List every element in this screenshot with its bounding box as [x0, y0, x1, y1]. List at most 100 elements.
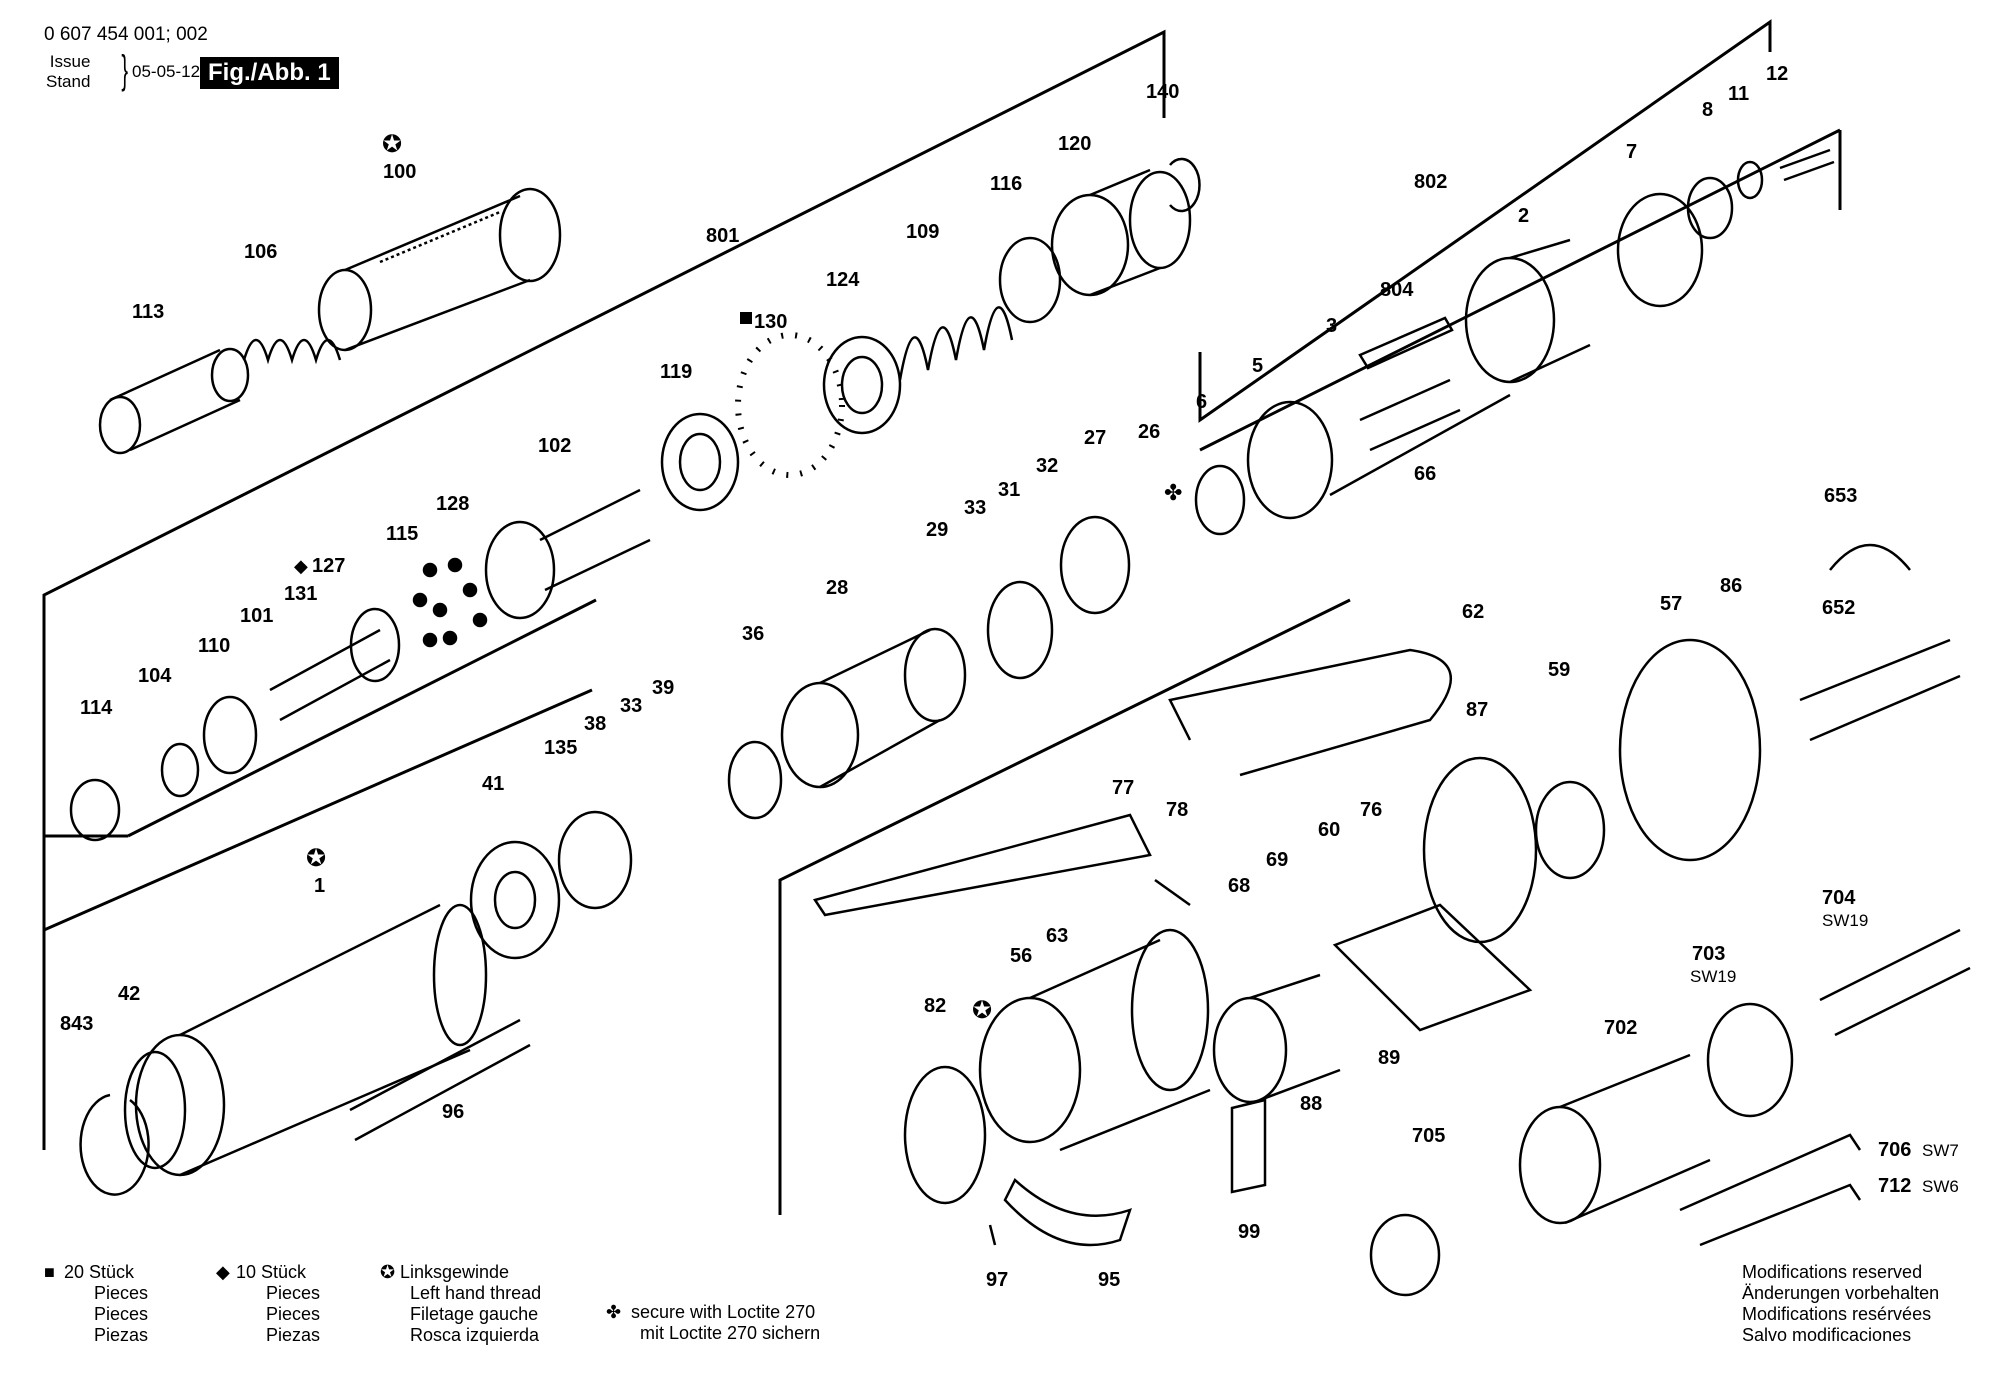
part-106-spring [242, 338, 342, 365]
part-104-bushing [160, 742, 200, 798]
part-113-sleeve [98, 347, 250, 455]
label-33a: 33 [964, 497, 986, 519]
stand-label: Stand [46, 72, 91, 91]
part-99-label [1230, 1098, 1267, 1194]
label-704: 704 [1822, 887, 1856, 909]
label-5: 5 [1252, 355, 1263, 377]
label-7: 7 [1626, 141, 1637, 163]
part-41-bearing [469, 840, 561, 960]
label-36: 36 [742, 623, 764, 645]
label-6: 6 [1196, 391, 1207, 413]
part-702-sleeve [1518, 1053, 1711, 1225]
label-12: 12 [1766, 63, 1788, 85]
label-703: 703 [1692, 943, 1725, 965]
part-62-rod [1168, 648, 1453, 777]
label-140: 140 [1146, 81, 1179, 103]
label-124: 124 [826, 269, 860, 291]
part-128-balls [412, 557, 488, 648]
legend-left-thread: ✪Linksgewinde Left hand thread Filetage … [380, 1262, 542, 1345]
label-104: 104 [138, 665, 172, 687]
label-39: 39 [652, 677, 674, 699]
part-102-spindle [484, 488, 651, 620]
part-120-sleeve [1050, 168, 1192, 297]
label-3: 3 [1326, 315, 1337, 337]
label-38: 38 [584, 713, 606, 735]
label-99: 99 [1238, 1221, 1260, 1243]
part-1-housing [134, 903, 488, 1177]
part-36-bearing [727, 740, 783, 820]
legend-pieces-10: ◆10 Stück Pieces Pieces Piezas [216, 1262, 321, 1345]
label-706-sw: SW7 [1922, 1141, 1959, 1160]
part-130-balls [735, 332, 845, 478]
diamond-icon: ◆ [216, 1262, 230, 1282]
part-704-nipple [1819, 928, 1971, 1037]
part-110-ring [202, 695, 258, 775]
brace-icon: } [121, 48, 129, 92]
part-7-end-plate [1616, 192, 1704, 308]
label-89: 89 [1378, 1047, 1400, 1069]
part-101-shaft [269, 628, 391, 722]
part-119-ring [660, 412, 740, 512]
label-843: 843 [60, 1013, 93, 1035]
label-66: 66 [1414, 463, 1436, 485]
label-1: 1 [314, 875, 325, 897]
label-31: 31 [998, 479, 1020, 501]
label-801: 801 [706, 225, 739, 247]
markers: ✪ ✪ ✪ ◆ ✤ [294, 131, 1182, 1024]
label-68: 68 [1228, 875, 1250, 897]
label-11: 11 [1728, 83, 1749, 105]
label-56: 56 [1010, 945, 1032, 967]
label-57: 57 [1660, 593, 1682, 615]
label-100: 100 [383, 161, 416, 183]
label-120: 120 [1058, 133, 1091, 155]
label-95: 95 [1098, 1269, 1120, 1291]
part-88-silencer [1212, 973, 1341, 1104]
label-26: 26 [1138, 421, 1160, 443]
label-88: 88 [1300, 1093, 1322, 1115]
left-thread-marker: ✪ [382, 131, 402, 158]
loctite-marker: ✤ [1164, 480, 1182, 505]
label-33b: 33 [620, 695, 642, 717]
label-110: 110 [198, 635, 230, 657]
label-87: 87 [1466, 699, 1488, 721]
part-100-housing-cap [317, 187, 562, 352]
label-704-sw: SW19 [1822, 911, 1868, 930]
part-6-bearing [1194, 464, 1246, 536]
frame-line [1199, 128, 1841, 452]
label-63: 63 [1046, 925, 1068, 947]
label-29: 29 [926, 519, 948, 541]
label-114: 114 [80, 697, 113, 719]
label-42: 42 [118, 983, 140, 1005]
part-95-guard [1003, 1177, 1132, 1247]
left-thread-marker: ✪ [306, 845, 326, 872]
part-2-cylinder [1464, 238, 1591, 384]
part-135-washer [557, 810, 633, 910]
part-8-bearing [1686, 176, 1734, 240]
label-652: 652 [1822, 597, 1855, 619]
label-69: 69 [1266, 849, 1288, 871]
label-119: 119 [660, 361, 692, 383]
label-712-sw: SW6 [1922, 1177, 1959, 1196]
part-82-o-ring [903, 1065, 987, 1205]
part-28-ring-gear [780, 627, 967, 789]
label-804: 804 [1380, 279, 1414, 301]
label-109: 109 [906, 221, 939, 243]
issue-label: Issue [49, 52, 91, 71]
part-66-pin [1329, 393, 1511, 497]
label-28: 28 [826, 577, 848, 599]
part-140-snap-ring [1169, 157, 1201, 213]
label-653: 653 [1824, 485, 1857, 507]
legend-pieces-20: ■20 Stück Pieces Pieces Piezas [44, 1262, 149, 1345]
part-705-valve [1369, 1213, 1441, 1297]
part-96-label [349, 1018, 531, 1142]
figure-title: Fig./Abb. 1 [200, 57, 339, 89]
issue-date: 05-05-12 [132, 62, 201, 81]
label-703-sw: SW19 [1690, 967, 1736, 986]
part-87-gasket [1422, 756, 1538, 944]
pieces-20-marker [740, 312, 752, 324]
label-76: 76 [1360, 799, 1382, 821]
part-77-lever [812, 813, 1152, 917]
label-8: 8 [1702, 99, 1713, 121]
label-62: 62 [1462, 601, 1484, 623]
part-703-nut [1706, 1002, 1794, 1118]
